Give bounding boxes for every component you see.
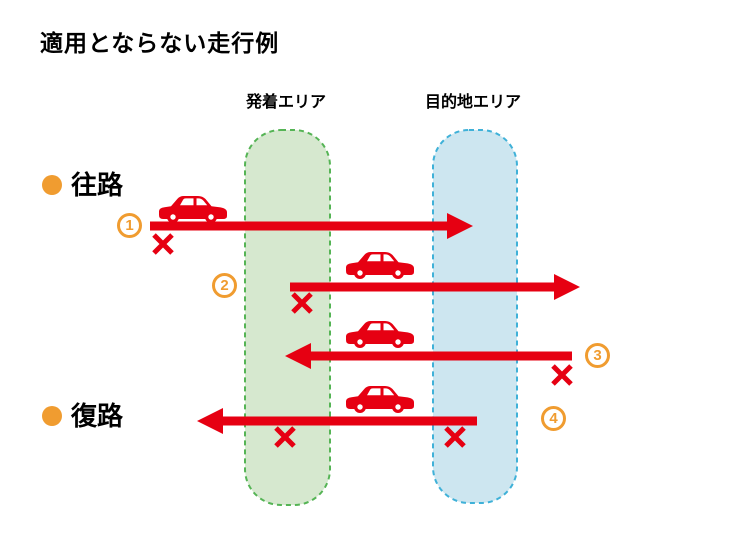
- cross-mark-icon: [152, 233, 174, 255]
- outbound-label-text: 往路: [71, 170, 124, 200]
- cross-mark-icon: [274, 426, 296, 448]
- departure-area-label: 発着エリア: [245, 94, 327, 111]
- cross-mark-icon: [291, 292, 313, 314]
- cross-mark-icon: [551, 364, 573, 386]
- bullet-icon: [42, 175, 62, 195]
- example-2-number-badge: 2: [212, 273, 237, 298]
- route-arrow-left-icon: [197, 408, 477, 434]
- outbound-row-label: 往路: [42, 172, 123, 198]
- route-arrow-right-icon: [290, 274, 580, 300]
- return-row-label: 復路: [42, 403, 123, 429]
- departure-zone: [244, 129, 331, 506]
- example-4-number-badge: 4: [541, 406, 566, 431]
- route-arrow-right-icon: [150, 213, 473, 239]
- page-title: 適用とならない走行例: [40, 30, 280, 56]
- return-label-text: 復路: [71, 401, 124, 431]
- route-arrow-left-icon: [285, 343, 572, 369]
- example-3-number-badge: 3: [585, 343, 610, 368]
- example-1-number-badge: 1: [117, 213, 142, 238]
- bullet-icon: [42, 406, 62, 426]
- destination-area-label: 目的地エリア: [424, 94, 522, 111]
- cross-mark-icon: [444, 426, 466, 448]
